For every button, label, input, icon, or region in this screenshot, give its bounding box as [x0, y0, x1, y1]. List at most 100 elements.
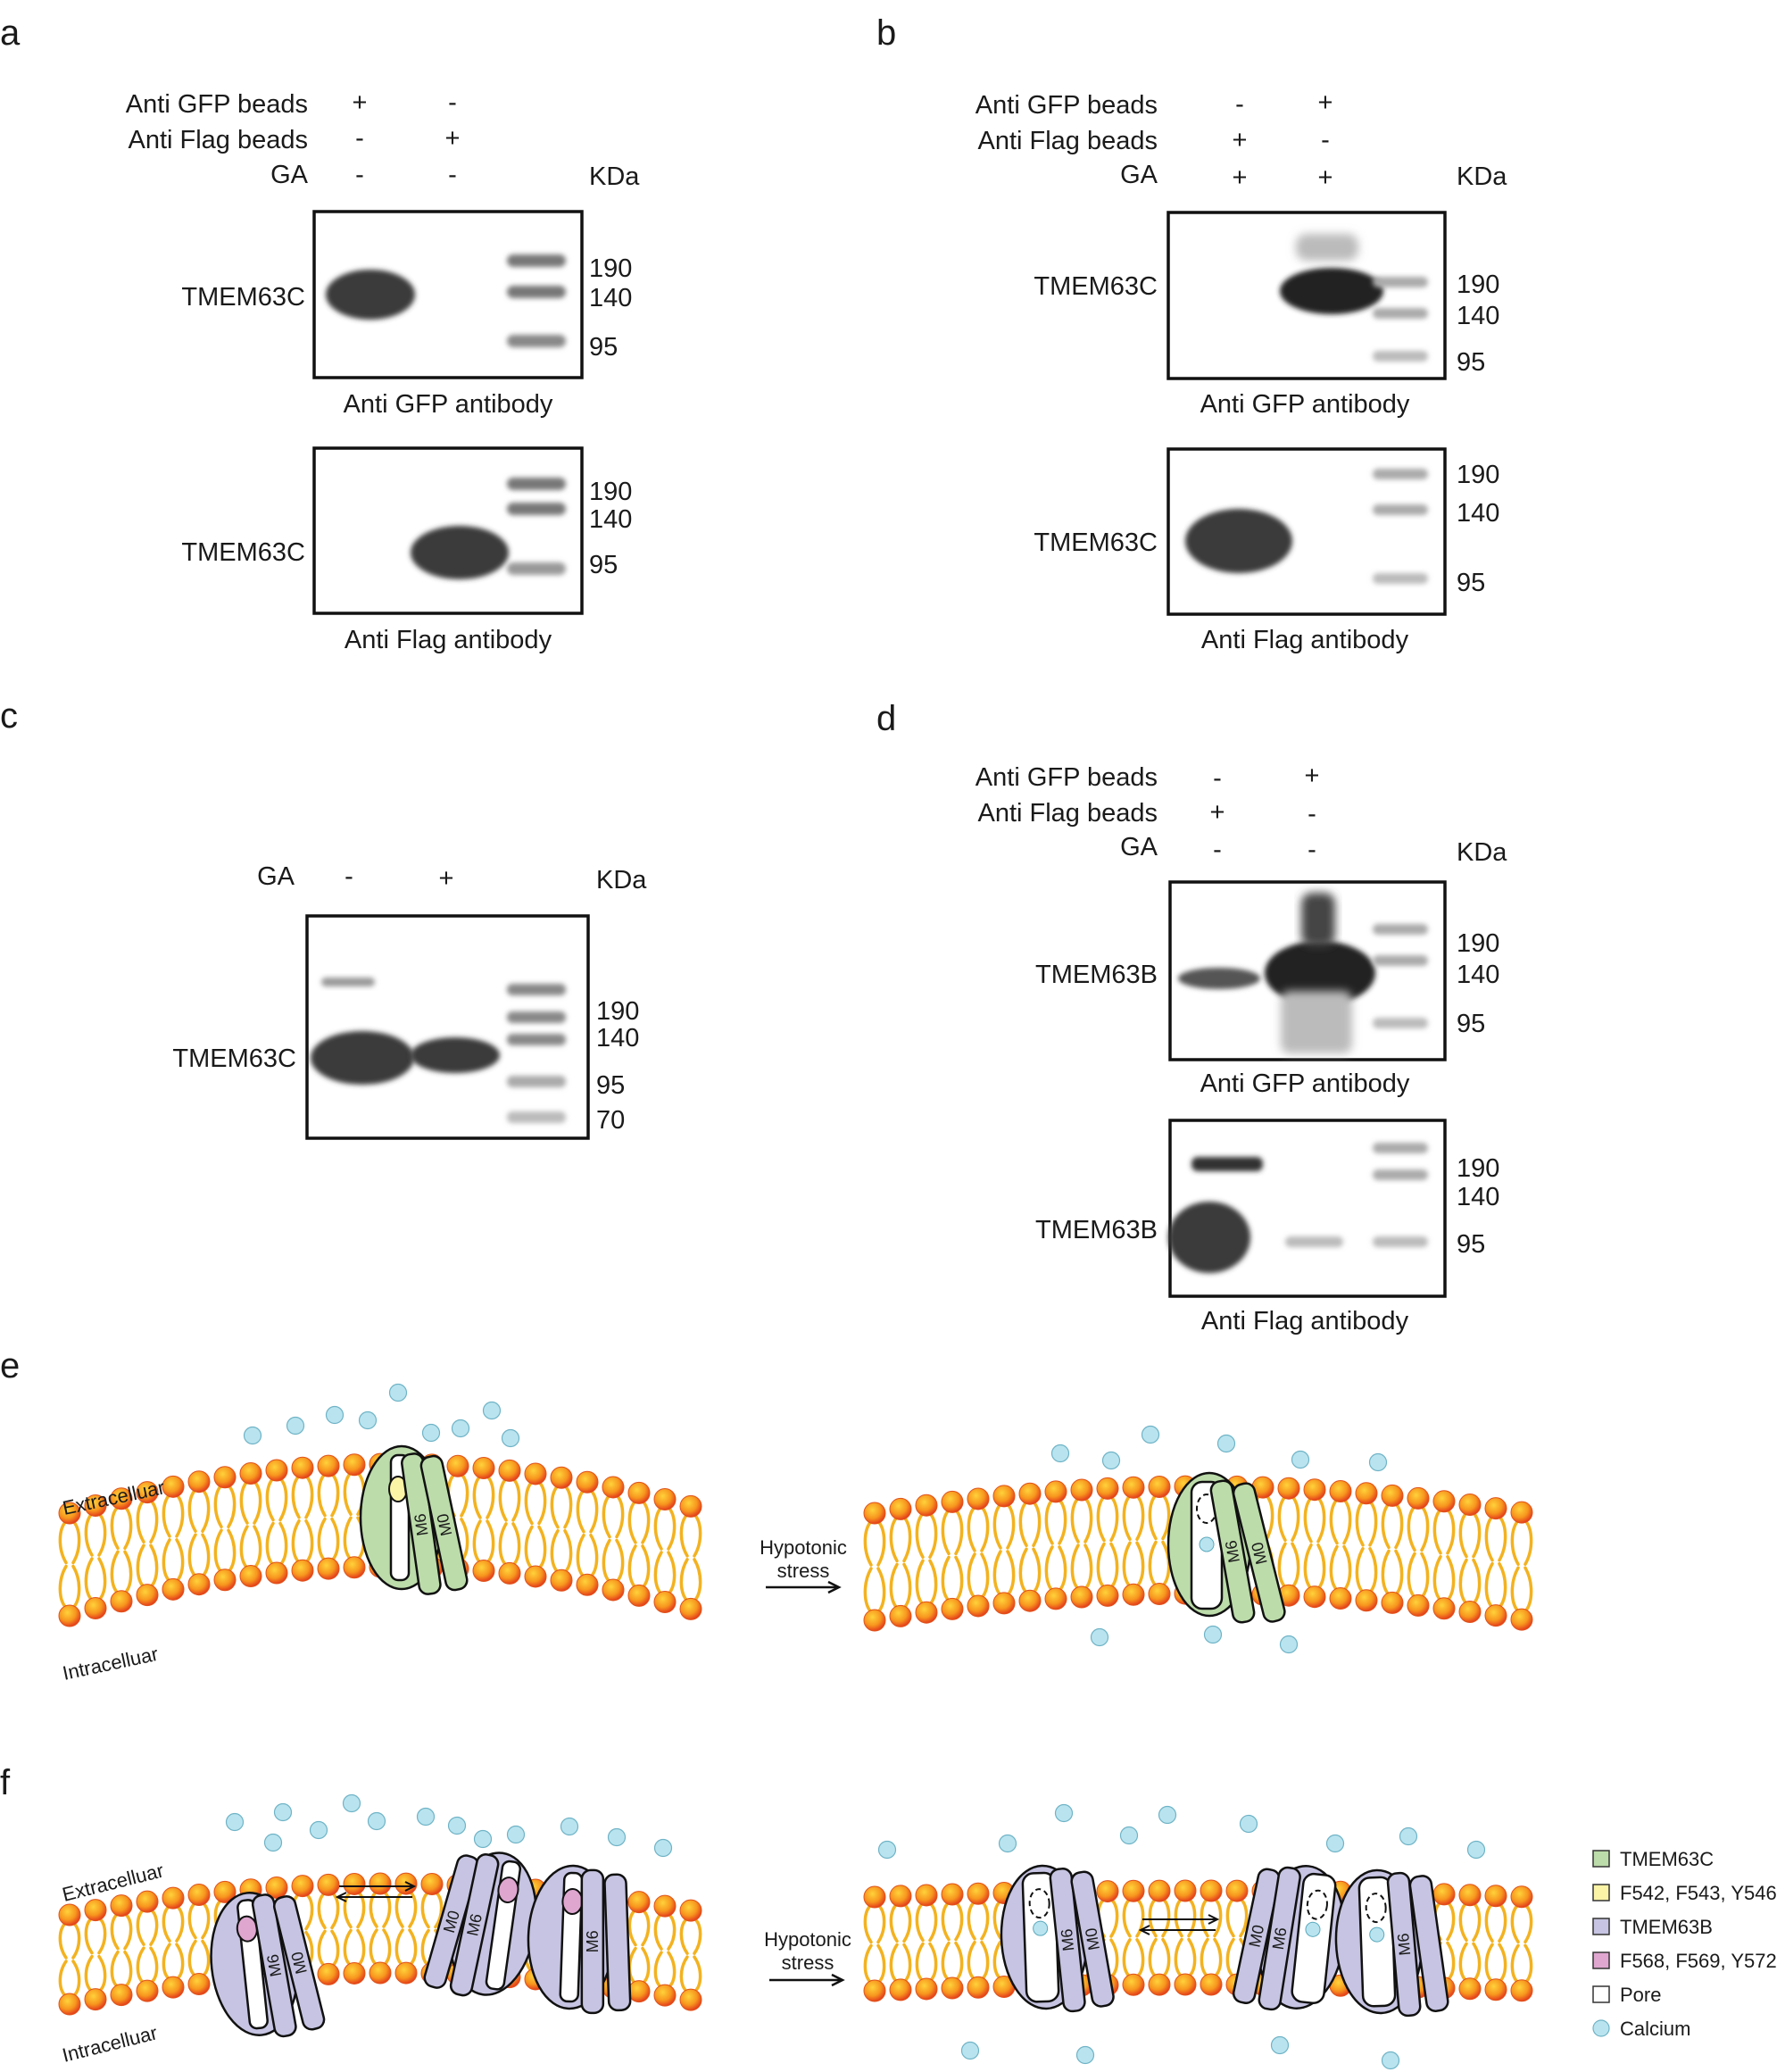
panel-letter-b: b — [876, 13, 896, 53]
sign-lane2-anti-flag: - — [1308, 800, 1316, 828]
legend-label: TMEM63B — [1620, 1916, 1713, 1938]
calcium-ion — [1158, 1805, 1177, 1825]
sign-lane2-anti-gfp: - — [448, 88, 457, 117]
legend-item: TMEM63C — [1592, 1848, 1714, 1870]
calcium-ion — [473, 1829, 493, 1849]
legend-label: Pore — [1620, 1984, 1661, 2006]
kda-label: KDa — [1457, 838, 1507, 867]
exchange-arrows-icon — [335, 1881, 417, 1902]
sign-lane2-anti-gfp: + — [1318, 88, 1333, 117]
protein-label: TMEM63C — [172, 1044, 296, 1073]
calcium-ion — [225, 1812, 245, 1832]
sign-lane1-anti-gfp: - — [1235, 90, 1244, 119]
panel-letter-f: f — [0, 1763, 11, 1802]
kda-label: KDa — [1457, 162, 1507, 191]
marker-190: 190 — [1457, 929, 1499, 958]
marker-140: 140 — [589, 505, 632, 534]
calcium-ion — [1050, 1444, 1070, 1463]
calcium-ion — [1090, 1627, 1109, 1647]
calcium-ions — [243, 1383, 1388, 1654]
marker-95: 95 — [589, 333, 618, 362]
blot-d1 — [1168, 880, 1447, 1061]
tmem63c-closed: M6 M0 — [359, 1444, 469, 1595]
arrow-label-hypotonic: Hypotonic — [760, 1536, 847, 1559]
calcium-ion — [1270, 2035, 1290, 2055]
calcium-ion — [447, 1816, 467, 1835]
calcium-ion — [482, 1401, 502, 1420]
protein-label: TMEM63C — [181, 538, 305, 567]
calcium-ion — [325, 1405, 345, 1425]
sign-lane1-ga: - — [355, 161, 364, 189]
sign-lane2-ga: - — [448, 161, 457, 189]
tmem63b-open-subunit: M0 M6 — [1232, 1865, 1346, 2011]
calcium-ion — [367, 1811, 386, 1831]
protein-label: TMEM63C — [1034, 528, 1158, 557]
helix-label-m6: M6 — [1394, 1933, 1414, 1957]
calcium-ion — [1054, 1803, 1074, 1823]
marker-190: 190 — [1457, 270, 1499, 299]
marker-95: 95 — [1457, 1010, 1485, 1038]
blot-b2 — [1166, 447, 1447, 616]
sign-lane2-anti-flag: - — [1321, 126, 1330, 154]
calcium-ions — [225, 1793, 1486, 2070]
panel-f: f Extracelluar Intracelluar M6 M0 — [0, 1763, 1533, 2070]
marker-140: 140 — [1457, 499, 1499, 528]
panel-e: e Extracelluar Intracelluar M6 M0 Hypoto… — [0, 1346, 1533, 1685]
sign-lane1-anti-flag: - — [355, 124, 364, 153]
legend-item: F542, F543, Y546 — [1592, 1882, 1777, 1904]
panel-a: a Anti GFP beads Anti Flag beads GA + - … — [0, 13, 640, 654]
panel-letter-a: a — [0, 13, 21, 53]
protein-label: TMEM63C — [181, 283, 305, 312]
calcium-ion — [286, 1416, 305, 1435]
marker-95: 95 — [596, 1071, 625, 1100]
blot-a1 — [312, 210, 584, 379]
blot-a2 — [312, 446, 584, 615]
row-label-ga: GA — [1120, 161, 1158, 189]
protein-label: TMEM63B — [1035, 1216, 1158, 1244]
calcium-ion — [1381, 2051, 1400, 2070]
calcium-ion — [607, 1827, 627, 1847]
calcium-ion — [451, 1419, 470, 1438]
marker-70: 70 — [596, 1106, 625, 1135]
calcium-ion — [358, 1410, 378, 1430]
calcium-ion — [416, 1807, 436, 1827]
exchange-arrows-icon — [1138, 1914, 1220, 1935]
legend-item: Calcium — [1592, 2018, 1690, 2040]
marker-95: 95 — [1457, 348, 1485, 377]
arrow-label-stress: stress — [782, 1951, 834, 1974]
calcium-ion — [1075, 2045, 1095, 2065]
antibody-label: Anti GFP antibody — [1200, 1069, 1410, 1098]
row-label-anti-flag-beads: Anti Flag beads — [128, 126, 308, 154]
blot-c — [305, 914, 590, 1140]
marker-140: 140 — [596, 1024, 639, 1053]
calcium-ion — [877, 1840, 897, 1860]
marker-190: 190 — [596, 997, 639, 1026]
sign-lane1-anti-gfp: - — [1213, 764, 1222, 793]
sign-lane1-ga: - — [345, 862, 353, 891]
calcium-ion — [998, 1834, 1017, 1853]
sign-lane2-ga: - — [1308, 836, 1316, 864]
helix-label-m6: M6 — [584, 1930, 602, 1952]
row-label-anti-flag-beads: Anti Flag beads — [977, 799, 1158, 828]
arrow-right-icon — [769, 1973, 845, 1987]
panel-letter-c: c — [0, 696, 18, 736]
antibody-label: Anti Flag antibody — [1201, 1307, 1409, 1336]
sign-lane2-ga: + — [1318, 163, 1333, 192]
calcium-ion — [1239, 1814, 1258, 1834]
tmem63b-open-subunit: M6 — [1334, 1868, 1449, 2018]
membrane-bilayer — [863, 1475, 1533, 1632]
row-label-ga: GA — [270, 161, 309, 189]
arrow-label-hypotonic: Hypotonic — [764, 1928, 851, 1951]
row-label-ga: GA — [257, 862, 295, 891]
panel-letter-e: e — [0, 1346, 20, 1385]
marker-95: 95 — [589, 551, 618, 579]
row-label-anti-gfp-beads: Anti GFP beads — [976, 763, 1158, 792]
legend-label: F542, F543, Y546 — [1620, 1882, 1777, 1904]
panel-c: c GA - + KDa TMEM63C 190 140 95 70 — [0, 696, 647, 1140]
sign-lane1-ga: + — [1233, 163, 1248, 192]
kda-label: KDa — [589, 162, 640, 191]
arrow-label-stress: stress — [777, 1560, 830, 1582]
helix-label-m0: M0 — [1082, 1926, 1103, 1951]
